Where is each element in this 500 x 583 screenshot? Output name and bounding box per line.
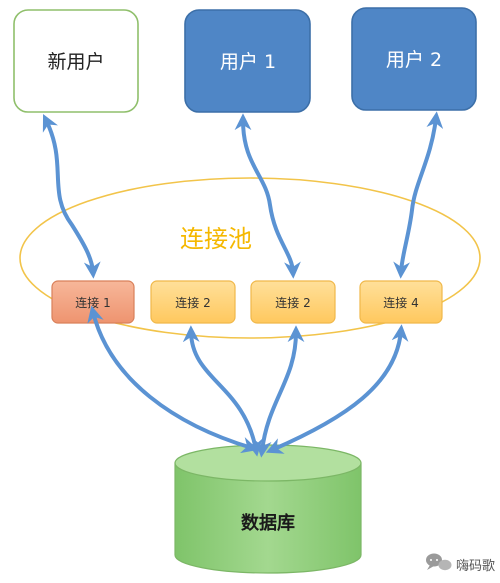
- watermark-text: 嗨码歌: [456, 559, 495, 574]
- user-new: 新用户: [13, 9, 139, 113]
- user-2: 用户 2: [351, 7, 477, 111]
- connection-2: 连接 2: [150, 280, 236, 324]
- arrow-connection-1-database: [87, 305, 259, 454]
- arrow-connection-2-database: [182, 325, 263, 457]
- user-2-label: 用户 2: [386, 49, 442, 71]
- user-1-label: 用户 1: [220, 51, 276, 73]
- arrow-new-user-connection-1: [42, 113, 101, 279]
- arrow-user-1-connection-3: [234, 113, 301, 279]
- connection-4: 连接 4: [359, 280, 443, 324]
- connection-2-label: 连接 2: [175, 295, 210, 310]
- user-1: 用户 1: [184, 9, 311, 113]
- database: 数据库: [174, 444, 362, 574]
- user-connection-arrows: [42, 111, 444, 279]
- user-new-label: 新用户: [47, 51, 104, 73]
- database-label: 数据库: [241, 512, 295, 534]
- connection-3: 连接 2: [250, 280, 336, 324]
- arrow-user-2-connection-4: [393, 111, 444, 279]
- connection-1-label: 连接 1: [75, 295, 110, 310]
- chat-bubble-icon: [426, 553, 452, 571]
- arrow-connection-4-database: [265, 324, 409, 454]
- arrow-connection-3-database: [254, 325, 305, 458]
- pool-title: 连接池: [180, 225, 252, 253]
- connection-3-label: 连接 2: [275, 295, 310, 310]
- connection-4-label: 连接 4: [383, 295, 418, 310]
- watermark: 嗨码歌: [426, 553, 495, 574]
- connection-database-arrows: [87, 305, 409, 458]
